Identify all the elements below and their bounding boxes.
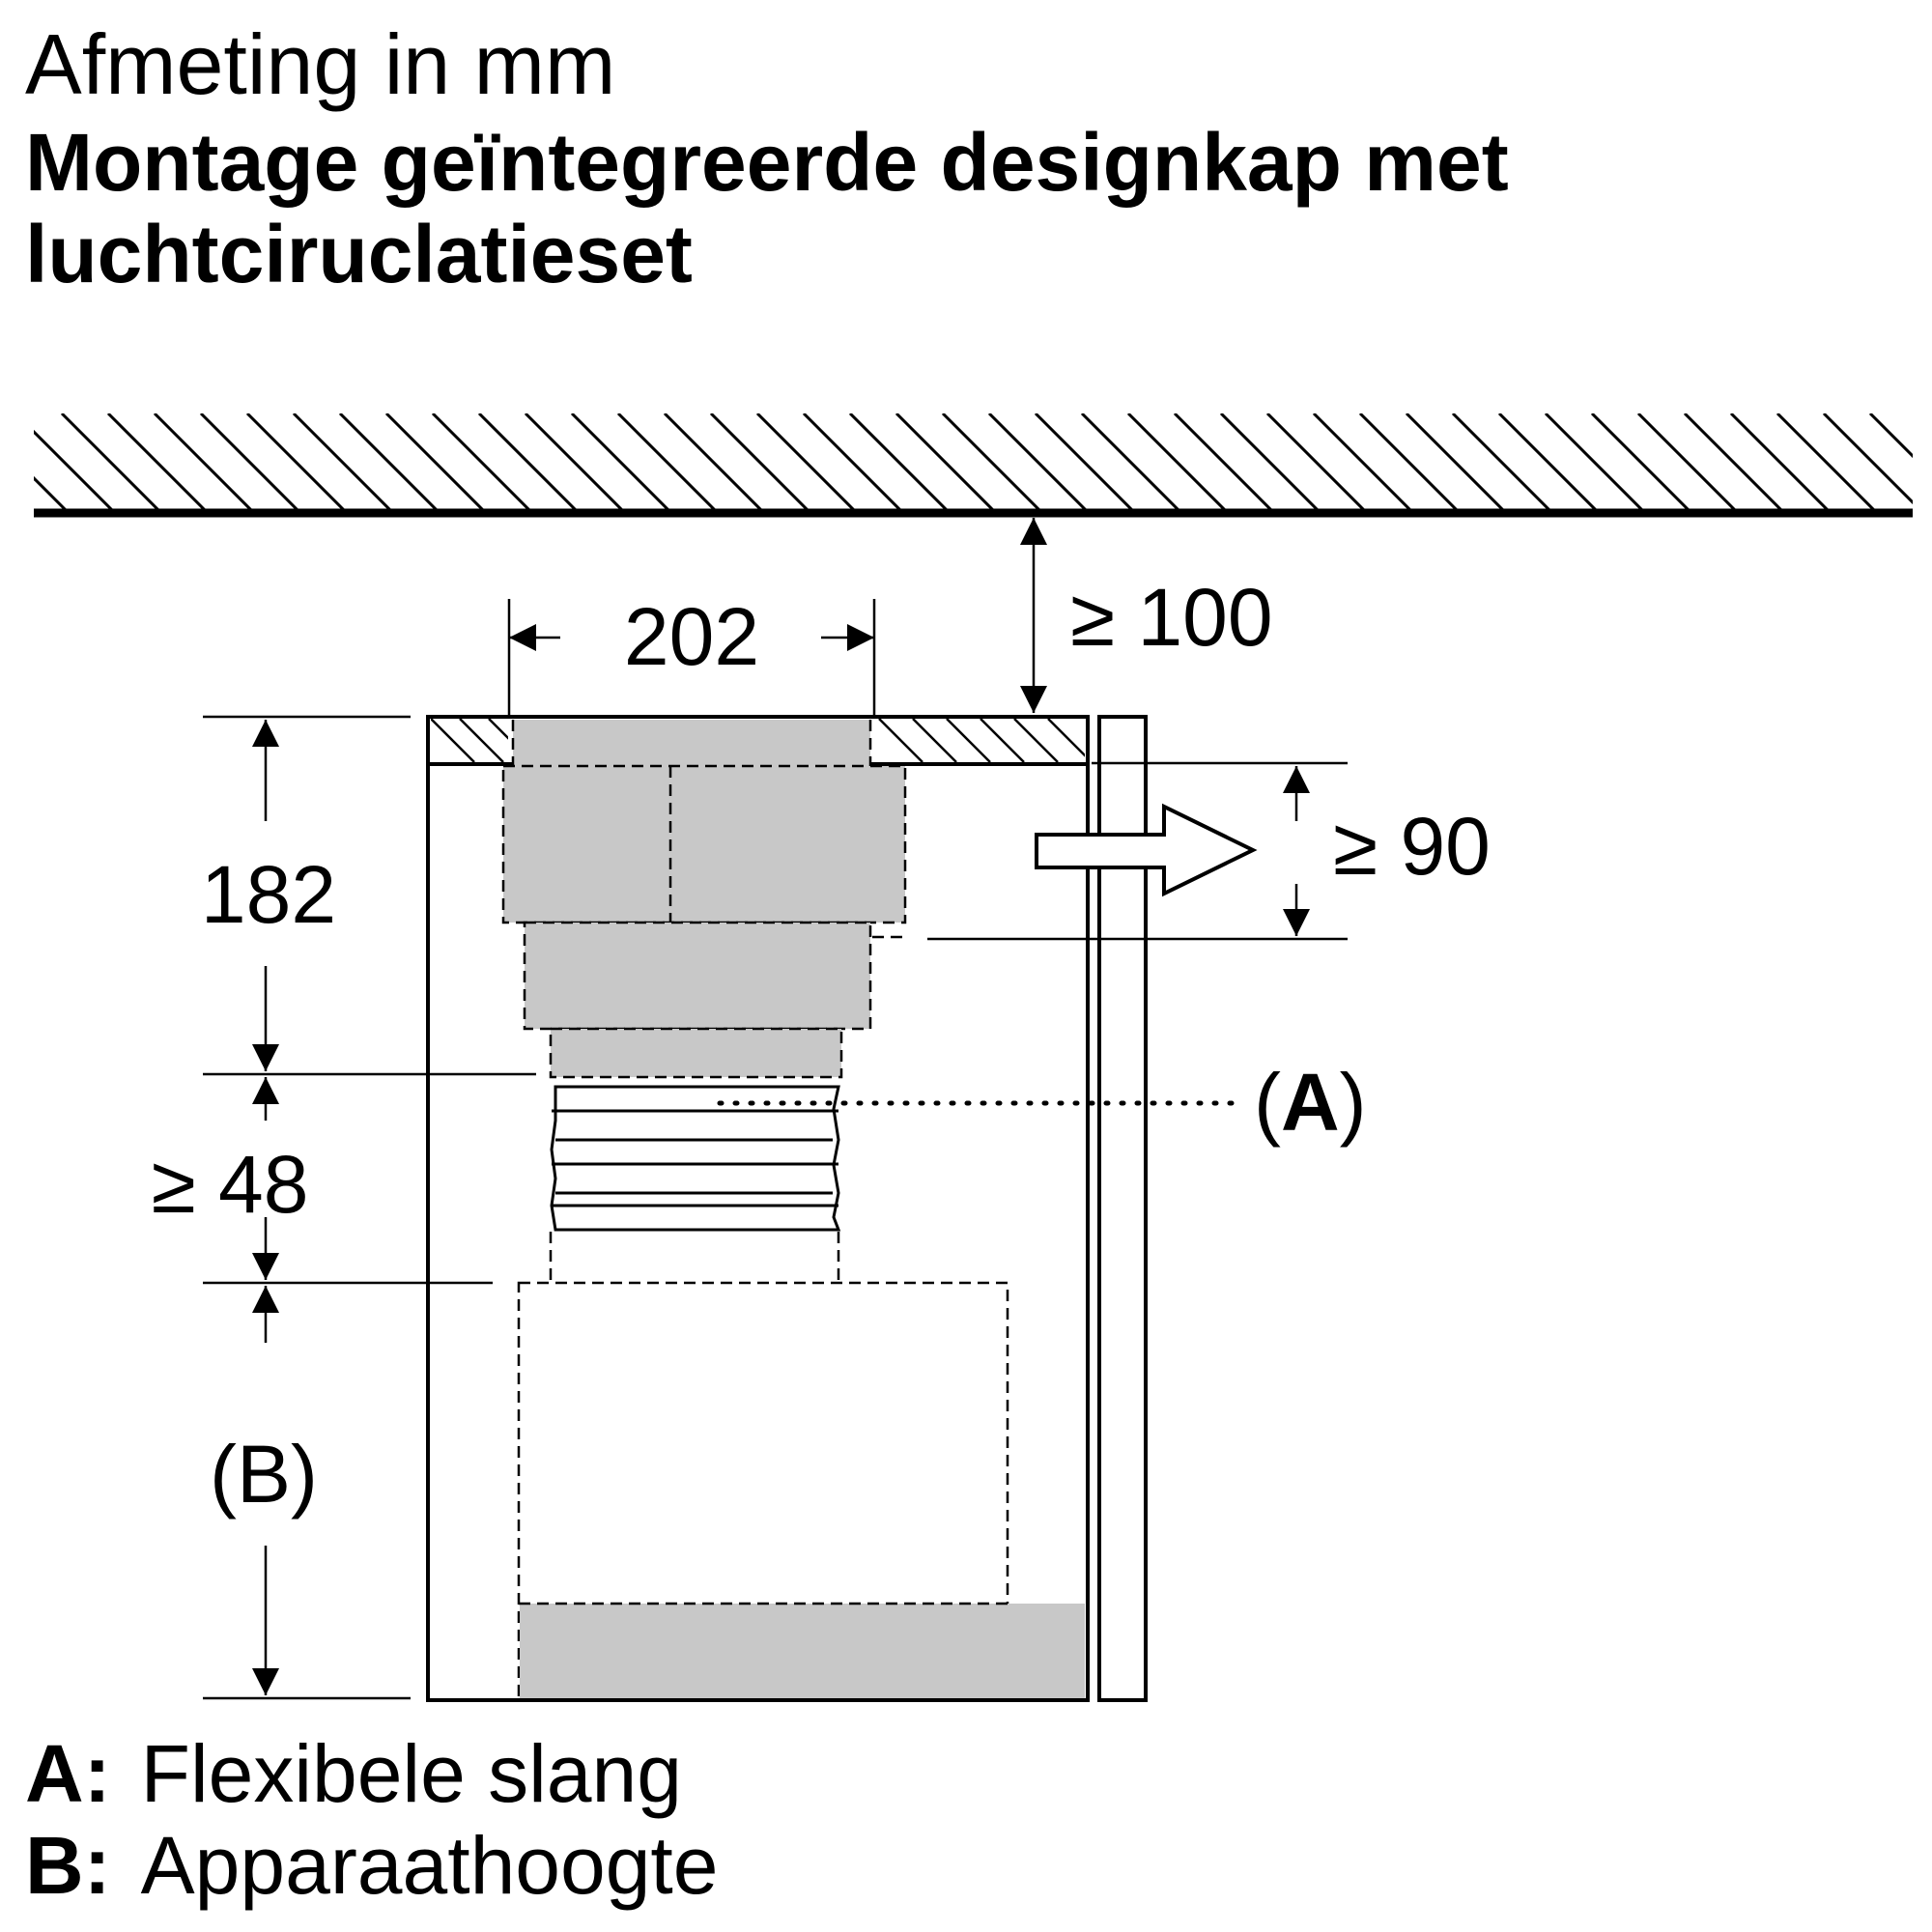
hatch-line xyxy=(153,413,256,513)
dim-90 xyxy=(927,761,1348,941)
hatch-line xyxy=(34,429,117,513)
title-line-2: luchtciruclatieset xyxy=(25,209,693,299)
dim-202 xyxy=(507,599,876,717)
dim-100-label: ≥ 100 xyxy=(1070,572,1273,663)
hatch-line xyxy=(1917,413,1932,513)
top-board-hatch-right xyxy=(878,719,1085,762)
hatch-line xyxy=(987,413,1091,513)
hatch-line xyxy=(1312,413,1415,513)
hatch-line xyxy=(848,413,952,513)
hatch-line xyxy=(570,413,673,513)
hatch-line xyxy=(1265,413,1369,513)
hood-duct-assembly xyxy=(501,720,907,1079)
hatch-line xyxy=(1868,413,1913,459)
label-a: (A) xyxy=(1254,1057,1367,1148)
hatch-line xyxy=(477,413,581,513)
hatch-line xyxy=(1173,413,1276,513)
hatch-line xyxy=(755,413,859,513)
hatch-line xyxy=(338,413,441,513)
hatch-line xyxy=(1405,413,1508,513)
label-a-letter: A xyxy=(1281,1057,1340,1148)
dim-182-label: 182 xyxy=(201,849,336,940)
hatch-line xyxy=(34,475,71,513)
dim-182 xyxy=(203,715,536,1076)
hatch-line xyxy=(1776,413,1879,513)
hatch-line xyxy=(1358,413,1462,513)
legend-a-text: Flexibele slang xyxy=(141,1728,682,1819)
side-panel xyxy=(1097,715,1148,1702)
hatch-line xyxy=(1544,413,1647,513)
hatch-line xyxy=(616,413,720,513)
dim-b xyxy=(203,1286,411,1700)
legend-b: B: Apparaathoogte xyxy=(25,1820,718,1912)
hatch-line xyxy=(1683,413,1786,513)
flexible-hose xyxy=(550,1085,841,1232)
hatch-line xyxy=(1822,413,1913,505)
hatch-line xyxy=(384,413,488,513)
top-board-hatch-left xyxy=(431,719,508,762)
legend-b-text: Apparaathoogte xyxy=(141,1820,719,1911)
hatch-line xyxy=(941,413,1044,513)
airflow-arrow-icon xyxy=(1035,803,1258,897)
hatch-line xyxy=(1636,413,1740,513)
hatch-line xyxy=(709,413,812,513)
hatch-line xyxy=(1729,413,1833,513)
cabinet-outline xyxy=(426,715,1090,1702)
title-line-1: Montage geïntegreerde designkap met xyxy=(25,117,1509,208)
hatch-line xyxy=(1497,413,1601,513)
appliance-base-fill xyxy=(520,1604,1085,1698)
subtitle-text: Afmeting in mm xyxy=(25,16,615,112)
hatch-line xyxy=(60,413,163,513)
hatch-line xyxy=(663,413,766,513)
hatch-line xyxy=(1451,413,1554,513)
hatch-line xyxy=(895,413,998,513)
dim-48-label: ≥ 48 xyxy=(152,1139,309,1230)
hatch-line xyxy=(245,413,349,513)
hatch-line xyxy=(1590,413,1693,513)
legend-a-key: A: xyxy=(25,1728,111,1819)
hatch-line xyxy=(1219,413,1322,513)
dim-48 xyxy=(203,1077,493,1285)
hatch-line xyxy=(1080,413,1183,513)
hatch-line xyxy=(1034,413,1137,513)
hatch-line xyxy=(106,413,210,513)
dim-202-label: 202 xyxy=(624,591,759,682)
dim-90-label: ≥ 90 xyxy=(1333,801,1491,892)
hatch-line xyxy=(524,413,627,513)
hatch-line xyxy=(0,413,22,513)
dim-b-label: (B) xyxy=(210,1429,318,1520)
hatch-line xyxy=(431,413,534,513)
hatch-line xyxy=(802,413,905,513)
hatch-line xyxy=(1126,413,1230,513)
hatch-line xyxy=(199,413,302,513)
legend-a: A: Flexibele slang xyxy=(25,1728,682,1820)
legend-b-key: B: xyxy=(25,1820,111,1911)
ceiling-hatch xyxy=(0,413,1932,513)
hatch-line xyxy=(292,413,395,513)
